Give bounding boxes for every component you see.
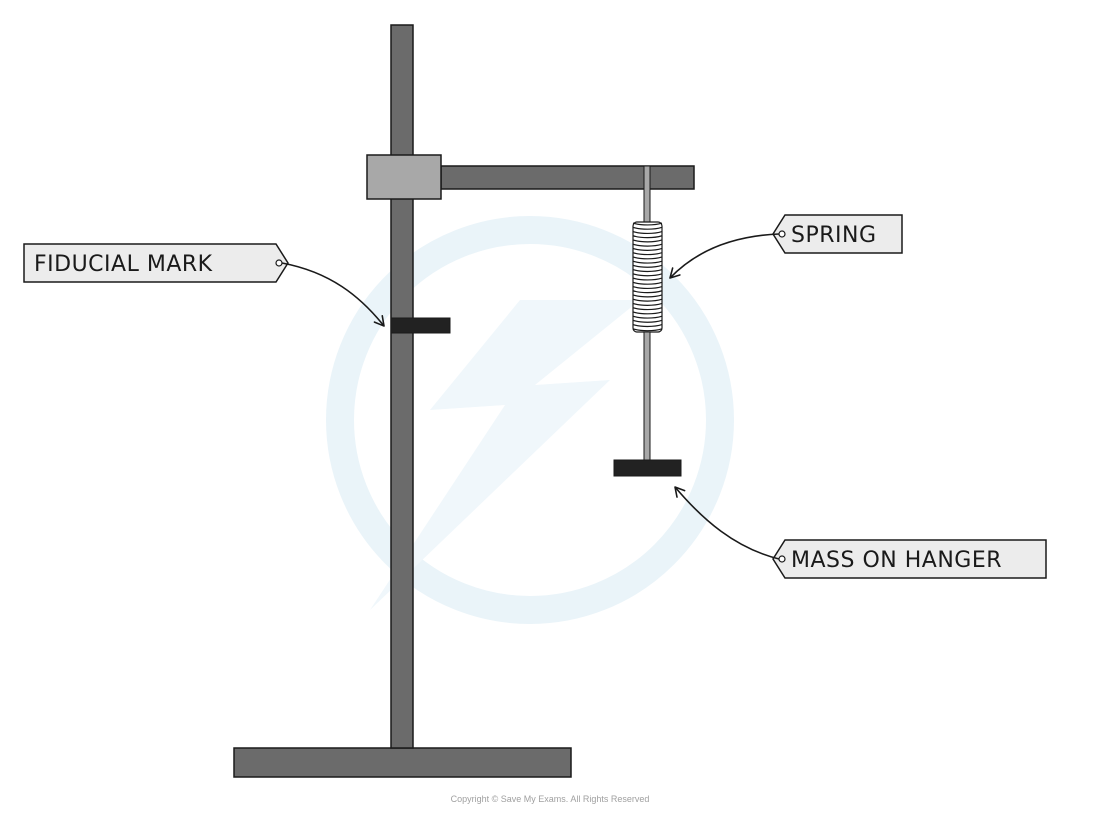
spring-coil — [632, 256, 663, 260]
spring-coil — [632, 311, 663, 315]
watermark-logo — [326, 216, 734, 624]
mass-on-hanger-text: MASS ON HANGER — [791, 548, 1002, 573]
spring-tag — [772, 214, 903, 254]
spring-coil — [632, 324, 663, 328]
spring-coil — [632, 247, 663, 251]
fiducial-mark-text: FIDUCIAL MARK — [34, 252, 213, 277]
spring-coil — [632, 243, 663, 247]
fiducial-mark-tag — [23, 243, 289, 283]
stand-rod — [390, 24, 414, 749]
fiducial-mark — [390, 317, 451, 334]
spring-coil — [632, 260, 663, 264]
spring-coil — [632, 264, 663, 268]
stand-base — [233, 747, 572, 778]
tag-hole-icon — [275, 259, 283, 267]
spring-coil — [632, 290, 663, 294]
spring-coil — [632, 302, 663, 306]
tag-hole-icon — [778, 555, 786, 563]
spring-body — [632, 221, 663, 333]
spring — [632, 221, 663, 333]
spring-coil — [632, 294, 663, 298]
mass-on-hanger-arrow — [674, 486, 780, 560]
spring-coil — [632, 307, 663, 311]
tag-hole-icon — [778, 230, 786, 238]
spring-coil — [632, 222, 663, 226]
spring-coil — [632, 285, 663, 290]
spring-top-wire — [643, 165, 651, 223]
spring-text: SPRING — [791, 223, 877, 248]
spring-coil — [632, 281, 663, 285]
spring-coil — [632, 252, 663, 256]
spring-arrow — [669, 233, 780, 279]
mass-hanger-plate — [613, 459, 682, 477]
spring-coil — [632, 315, 663, 319]
clamp-boss — [366, 154, 442, 200]
copyright-text: Copyright © Save My Exams. All Rights Re… — [451, 794, 650, 804]
mass-on-hanger-label: MASS ON HANGER — [674, 486, 1047, 579]
spring-label: SPRING — [669, 214, 903, 279]
spring-coil — [632, 239, 663, 243]
clamp-arm — [440, 165, 695, 190]
hanger-rod — [643, 331, 651, 461]
spring-coil — [632, 273, 663, 277]
spring-coil — [632, 269, 663, 273]
spring-coil — [632, 328, 663, 332]
spring-coil — [632, 277, 663, 281]
spring-coil — [632, 230, 663, 235]
watermark-circle — [326, 216, 734, 624]
spring-coil — [632, 319, 663, 323]
spring-coil — [632, 226, 663, 230]
lightning-circle-watermark-icon — [370, 300, 640, 610]
spring-coil — [632, 298, 663, 302]
fiducial-mark-label: FIDUCIAL MARK — [23, 243, 385, 327]
mass-on-hanger-tag — [772, 539, 1047, 579]
spring-coil — [632, 235, 663, 239]
fiducial-mark-arrow — [281, 262, 385, 327]
